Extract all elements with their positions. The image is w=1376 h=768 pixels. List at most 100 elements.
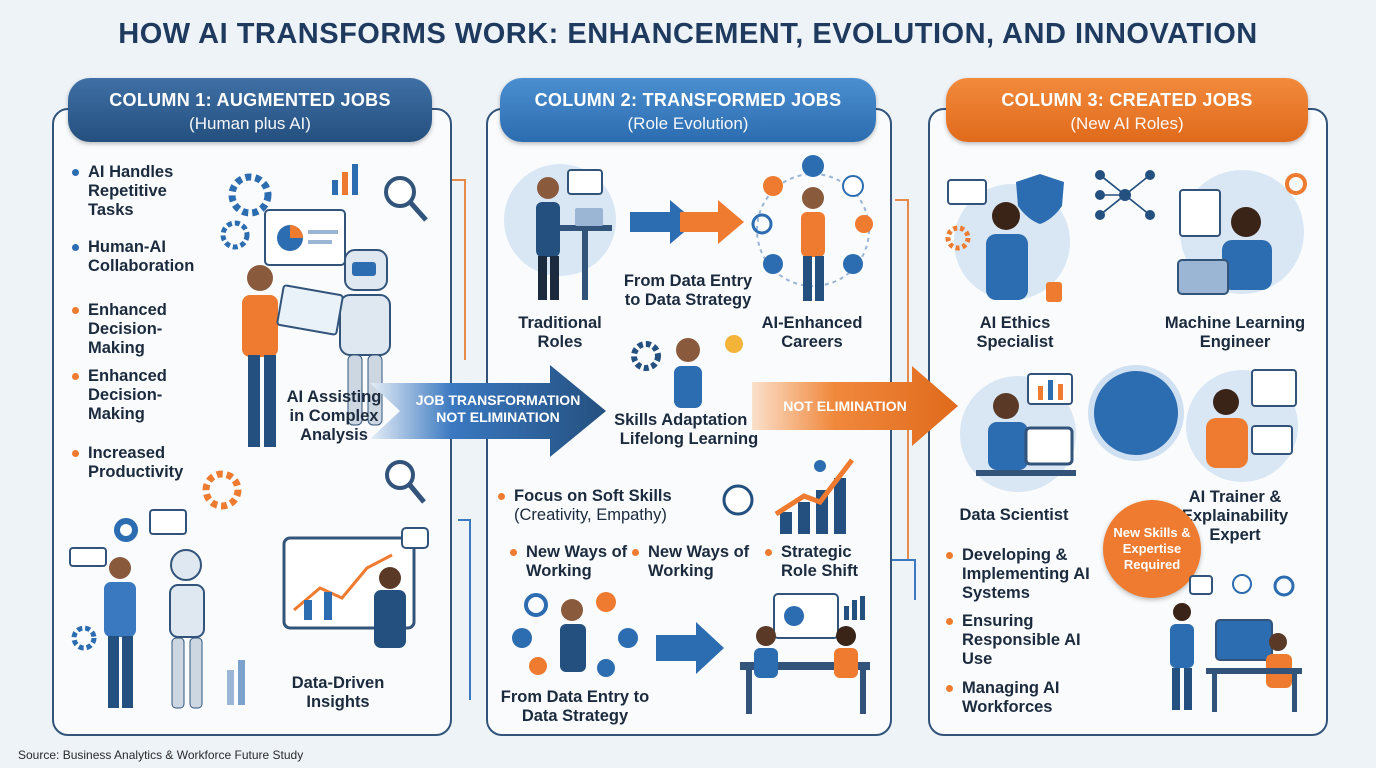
gear-icon	[524, 593, 548, 617]
bar-chart-icon	[1038, 380, 1063, 400]
bar-chart-icon	[227, 660, 245, 705]
column-3-heading: COLUMN 3: CREATED JOBS	[1001, 90, 1253, 110]
magnifier-icon	[385, 460, 415, 490]
person-icon	[988, 393, 1028, 470]
ai-trainer-illustration	[1186, 369, 1298, 482]
page-title: HOW AI TRANSFORMS WORK: ENHANCEMENT, EVO…	[118, 18, 1258, 50]
person-icon	[1222, 207, 1272, 290]
col1-bullet: AI Handles Repetitive Tasks	[72, 163, 208, 220]
label-data-entry-to-strategy-top: From Data Entry to Data Strategy	[623, 272, 753, 309]
ai-enhanced-careers-illustration	[751, 155, 873, 301]
arrow-2-label: NOT ELIMINATION	[783, 398, 907, 414]
label-traditional-roles: Traditional Roles	[518, 314, 602, 351]
gear-icon	[597, 659, 615, 677]
gear-icon	[855, 215, 873, 233]
gear-icon	[945, 225, 971, 251]
user-icon	[763, 176, 783, 196]
gear-icon	[1273, 575, 1295, 597]
bar-chart-icon	[844, 596, 865, 620]
person-icon	[536, 177, 560, 300]
col3-bullet: Managing AI Workforces	[946, 679, 1092, 717]
col1-bullet: Increased Productivity	[72, 444, 208, 482]
ai-team-illustration	[1170, 574, 1302, 712]
bulb-icon	[596, 592, 616, 612]
brain-icon	[1088, 365, 1184, 461]
column-2-subheading: (Role Evolution)	[627, 114, 749, 133]
ai-ethics-specialist-illustration	[945, 174, 1070, 302]
person-icon	[374, 567, 406, 648]
arrow-1-label: JOB TRANSFORMATION NOT ELIMINATION	[415, 392, 581, 425]
col3-bullet: Ensuring Responsible AI Use	[946, 612, 1102, 669]
person-icon	[1170, 603, 1194, 710]
gear-icon	[220, 220, 250, 250]
col2-soft-skills: Focus on Soft Skills (Creativity, Empath…	[498, 487, 694, 525]
col1-bullet: Human-AI Collaboration	[72, 238, 208, 276]
new-skills-badge: New Skills & Expertise Required	[1103, 500, 1201, 598]
column-1-header: COLUMN 1: AUGMENTED JOBS (Human plus AI)	[68, 78, 432, 142]
column-1-heading: COLUMN 1: AUGMENTED JOBS	[109, 90, 391, 110]
label-ai-trainer: AI Trainer & Explainability Expert	[1181, 488, 1289, 544]
not-elimination-arrow	[752, 366, 958, 446]
gear-icon	[751, 213, 773, 235]
col2-new-ways-2: New Ways of Working	[632, 543, 758, 581]
label-data-entry-to-strategy-bottom: From Data Entry to Data Strategy	[500, 688, 650, 725]
evolution-arrows	[630, 200, 744, 244]
label-data-driven-insights: Data-Driven Insights	[291, 674, 385, 711]
gear-icon	[202, 470, 242, 510]
shield-icon	[1016, 174, 1064, 224]
column-3-subheading: (New AI Roles)	[1070, 114, 1184, 133]
bar-chart-icon	[780, 478, 846, 534]
col3-bullet: Developing & Implementing AI Systems	[946, 546, 1092, 603]
label-skills-adaptation: Skills Adaptation & Lifelong Learning	[614, 411, 764, 448]
col2-new-ways-1: New Ways of Working	[510, 543, 636, 581]
gear-icon	[631, 341, 661, 371]
trophy-icon	[618, 628, 638, 648]
star-icon	[763, 254, 783, 274]
strategic-growth-illustration	[722, 458, 854, 534]
neural-network-icon	[1095, 170, 1155, 220]
person-icon	[560, 599, 586, 672]
person-icon	[801, 187, 825, 301]
gear-icon	[529, 657, 547, 675]
transformation-arrow	[370, 365, 606, 457]
label-ai-assisting: AI Assisting in Complex Analysis	[286, 388, 382, 444]
person-icon	[986, 202, 1028, 300]
chart-icon	[843, 254, 863, 274]
bulb-icon	[725, 335, 743, 353]
person-icon	[1206, 389, 1248, 468]
ml-engineer-illustration	[1177, 170, 1307, 295]
data-scientist-illustration	[960, 373, 1076, 492]
brain-gear-icon	[722, 484, 754, 516]
person-icon	[104, 557, 136, 708]
bulb-icon	[842, 175, 864, 197]
person-icon	[834, 626, 858, 678]
label-ai-enhanced-careers: AI-Enhanced Careers	[761, 314, 863, 351]
gear-icon	[1285, 173, 1307, 195]
pie-chart-icon	[114, 518, 138, 542]
label-ai-ethics-specialist: AI Ethics Specialist	[976, 314, 1054, 351]
skills-adaptation-illustration	[631, 335, 743, 408]
col1-bullet: Enhanced Decision-Making	[72, 367, 198, 424]
bar-chart-icon	[332, 164, 358, 195]
person-icon	[242, 265, 278, 447]
magnifier-icon	[384, 176, 416, 208]
person-icon	[814, 460, 826, 472]
column-3-header: COLUMN 3: CREATED JOBS (New AI Roles)	[946, 78, 1308, 142]
person-icon	[1266, 633, 1292, 688]
column-2-header: COLUMN 2: TRANSFORMED JOBS (Role Evoluti…	[500, 78, 876, 142]
gear-icon	[228, 173, 272, 217]
traditional-roles-illustration	[504, 164, 616, 300]
gear-icon	[71, 625, 97, 651]
label-data-scientist: Data Scientist	[959, 506, 1069, 524]
check-icon	[802, 155, 824, 177]
new-ways-illustration	[512, 592, 870, 714]
data-insights-illustration	[69, 460, 429, 709]
robot-icon	[339, 249, 391, 426]
source-note: Source: Business Analytics & Workforce F…	[18, 748, 304, 762]
col2-strategic-shift: Strategic Role Shift	[765, 543, 881, 581]
column-2-heading: COLUMN 2: TRANSFORMED JOBS	[534, 90, 842, 110]
col1-bullet: Enhanced Decision-Making	[72, 301, 198, 358]
brain-icon	[1232, 574, 1252, 594]
robot-icon	[169, 549, 205, 709]
user-icon	[512, 628, 532, 648]
